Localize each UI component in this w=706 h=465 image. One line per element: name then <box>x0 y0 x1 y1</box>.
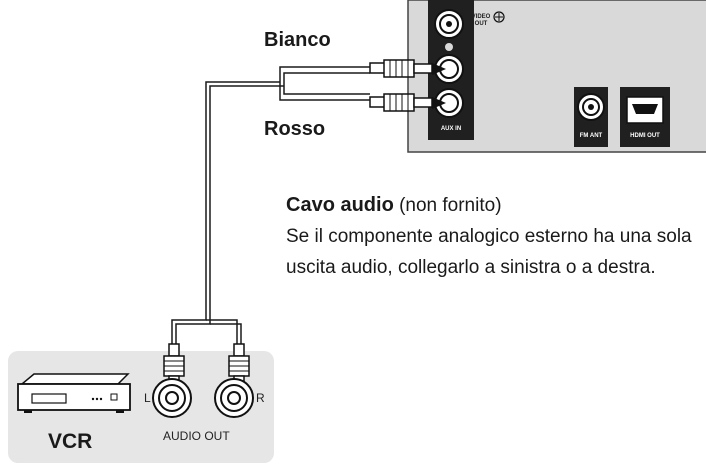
vcr-device-icon <box>17 373 131 413</box>
white-plug <box>369 59 446 78</box>
audio-cable <box>171 66 370 344</box>
left-channel-label: L <box>144 391 151 405</box>
rosso-label: Rosso <box>264 118 326 140</box>
bianco-label: Bianco <box>264 29 331 51</box>
note-body: Se il componente analogico esterno ha un… <box>286 226 692 278</box>
vcr-jack-right <box>214 378 254 418</box>
aux-in-jack-white <box>434 54 464 84</box>
hdmi-out-label: HDMI OUT <box>630 133 660 139</box>
right-channel-label: R <box>256 391 265 405</box>
red-plug <box>369 93 446 112</box>
note-title-suffix: (non fornito) <box>393 195 502 216</box>
vcr-jack-left <box>152 378 192 418</box>
vcr-label: VCR <box>48 430 93 453</box>
audio-out-label: AUDIO OUT <box>163 429 230 443</box>
aux-in-label: AUX IN <box>440 126 462 132</box>
video-out-jack <box>434 9 464 39</box>
note-title: Cavo audio <box>286 194 394 216</box>
hdmi-out-port <box>620 87 670 147</box>
aux-in-jack-red <box>434 88 464 118</box>
fm-ant-label: FM ANT <box>579 133 603 139</box>
fm-ant-jack <box>574 87 608 147</box>
cable-note: Cavo audio (non fornito) Se il component… <box>286 190 696 283</box>
